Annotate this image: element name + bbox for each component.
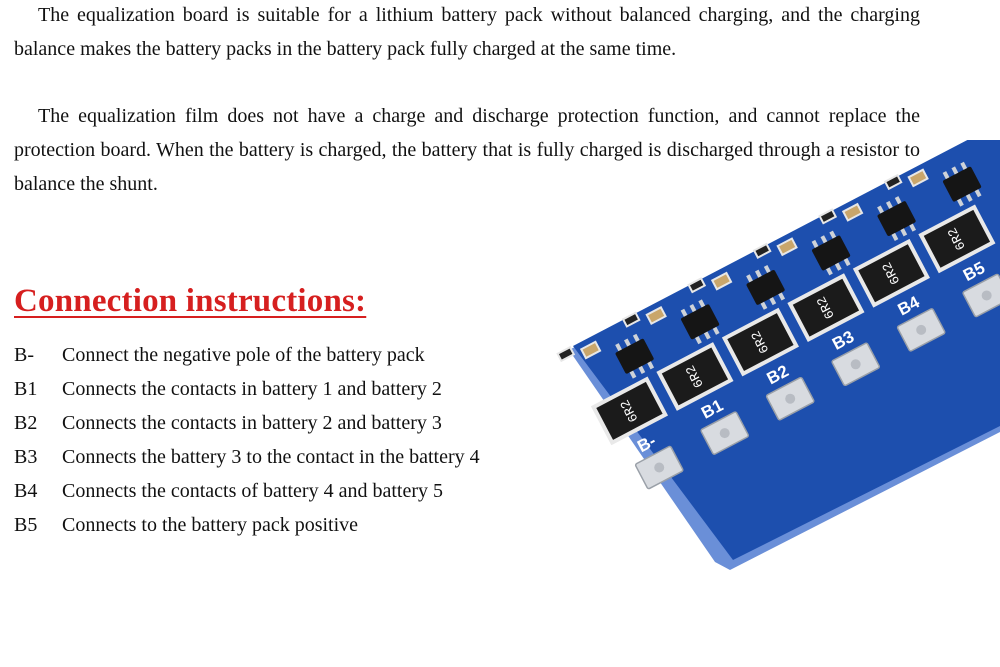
ic-leg bbox=[754, 269, 762, 278]
ic-leg bbox=[829, 230, 837, 239]
ic-chip bbox=[811, 230, 851, 276]
ic-body bbox=[812, 235, 851, 271]
pad-hole bbox=[654, 462, 665, 473]
ic-chip bbox=[746, 264, 786, 310]
ic-leg bbox=[811, 239, 819, 248]
ic-leg bbox=[820, 235, 828, 244]
resistor bbox=[852, 238, 930, 308]
ic-leg bbox=[680, 308, 688, 317]
ic-leg bbox=[632, 333, 640, 342]
instruction-item-b2: B2 Connects the contacts in battery 2 and… bbox=[14, 406, 480, 440]
pin-description: Connects the contacts in battery 1 and b… bbox=[62, 378, 442, 400]
ic-leg bbox=[891, 232, 899, 241]
pin-label: B4 bbox=[14, 480, 38, 502]
small-resistor bbox=[883, 173, 903, 191]
ic-leg bbox=[698, 299, 706, 308]
pin-label: B3 bbox=[14, 446, 38, 468]
pin-label: B- bbox=[14, 344, 34, 366]
ic-body bbox=[877, 201, 916, 236]
ic-body bbox=[615, 338, 654, 374]
ic-chip bbox=[615, 333, 655, 379]
capacitor bbox=[776, 237, 798, 257]
ic-leg bbox=[974, 189, 982, 198]
instruction-item-b-minus: B- Connect the negative pole of the batte… bbox=[14, 338, 480, 372]
resistor bbox=[721, 307, 800, 377]
ic-leg bbox=[834, 262, 842, 271]
pad-hole bbox=[981, 290, 992, 301]
ic-leg bbox=[894, 196, 902, 205]
ic-leg bbox=[703, 331, 711, 340]
ic-leg bbox=[629, 370, 637, 379]
ic-leg bbox=[769, 297, 777, 306]
pin-description: Connects the contacts in battery 2 and b… bbox=[62, 412, 442, 434]
ic-body bbox=[943, 166, 982, 202]
ic-leg bbox=[951, 166, 959, 175]
ic-leg bbox=[965, 193, 973, 202]
instruction-item-b1: B1 Connects the contacts in battery 1 and… bbox=[14, 372, 480, 406]
pad-hole bbox=[785, 393, 796, 404]
instruction-list: B- Connect the negative pole of the batte… bbox=[14, 338, 480, 542]
ic-leg bbox=[647, 361, 655, 370]
ic-leg bbox=[638, 365, 646, 374]
capacitor bbox=[710, 271, 733, 291]
pad-hole bbox=[850, 359, 861, 370]
capacitor bbox=[645, 306, 667, 326]
small-resistor bbox=[818, 208, 838, 225]
ic-leg bbox=[746, 274, 753, 283]
pin-description: Connects the battery 3 to the contact in… bbox=[62, 446, 480, 468]
ic-chip bbox=[942, 161, 982, 207]
ic-body bbox=[746, 270, 785, 305]
ic-leg bbox=[826, 267, 833, 276]
description-paragraph-1: The equalization board is suitable for a… bbox=[14, 4, 920, 60]
small-resistor bbox=[687, 277, 707, 294]
small-resistor bbox=[752, 242, 772, 259]
capacitor bbox=[579, 340, 602, 360]
ic-leg bbox=[877, 205, 884, 214]
ic-body bbox=[681, 304, 720, 340]
ic-chip bbox=[680, 299, 720, 345]
connection-instructions-heading: Connection instructions: bbox=[14, 283, 367, 319]
pin-description: Connect the negative pole of the battery… bbox=[62, 344, 425, 366]
instruction-item-b4: B4 Connects the contacts of battery 4 and… bbox=[14, 474, 480, 508]
pin-label: B1 bbox=[14, 378, 38, 400]
ic-leg bbox=[763, 264, 771, 274]
pin-description: Connects to the battery pack positive bbox=[62, 514, 359, 536]
ic-leg bbox=[760, 301, 768, 310]
ic-leg bbox=[695, 336, 702, 345]
ic-leg bbox=[960, 161, 968, 170]
small-resistor bbox=[556, 345, 576, 363]
ic-leg bbox=[843, 258, 851, 267]
ic-leg bbox=[624, 338, 631, 347]
instruction-item-b3: B3 Connects the battery 3 to the contact … bbox=[14, 440, 480, 474]
ic-leg bbox=[615, 343, 622, 352]
ic-leg bbox=[957, 198, 964, 207]
ic-leg bbox=[689, 304, 697, 313]
small-resistor bbox=[621, 311, 641, 328]
pad-hole bbox=[916, 324, 927, 335]
capacitor bbox=[907, 168, 929, 188]
instruction-item-b5: B5 Connects to the battery pack positive bbox=[14, 508, 480, 542]
capacitor bbox=[841, 202, 864, 222]
ic-chip bbox=[877, 196, 917, 241]
resistor bbox=[787, 273, 865, 343]
ic-leg bbox=[900, 228, 908, 237]
pin-label: B5 bbox=[14, 514, 38, 536]
ic-leg bbox=[778, 292, 786, 301]
description-paragraph-2: The equalization film does not have a ch… bbox=[14, 105, 920, 195]
pad-hole bbox=[719, 428, 730, 439]
resistor bbox=[590, 376, 669, 446]
pin-label: B2 bbox=[14, 412, 38, 434]
ic-leg bbox=[909, 223, 917, 232]
resistor bbox=[918, 204, 996, 274]
ic-leg bbox=[942, 171, 950, 180]
pin-description: Connects the contacts of battery 4 and b… bbox=[62, 480, 443, 502]
ic-leg bbox=[712, 326, 720, 335]
resistor bbox=[656, 342, 734, 411]
ic-leg bbox=[885, 200, 893, 209]
